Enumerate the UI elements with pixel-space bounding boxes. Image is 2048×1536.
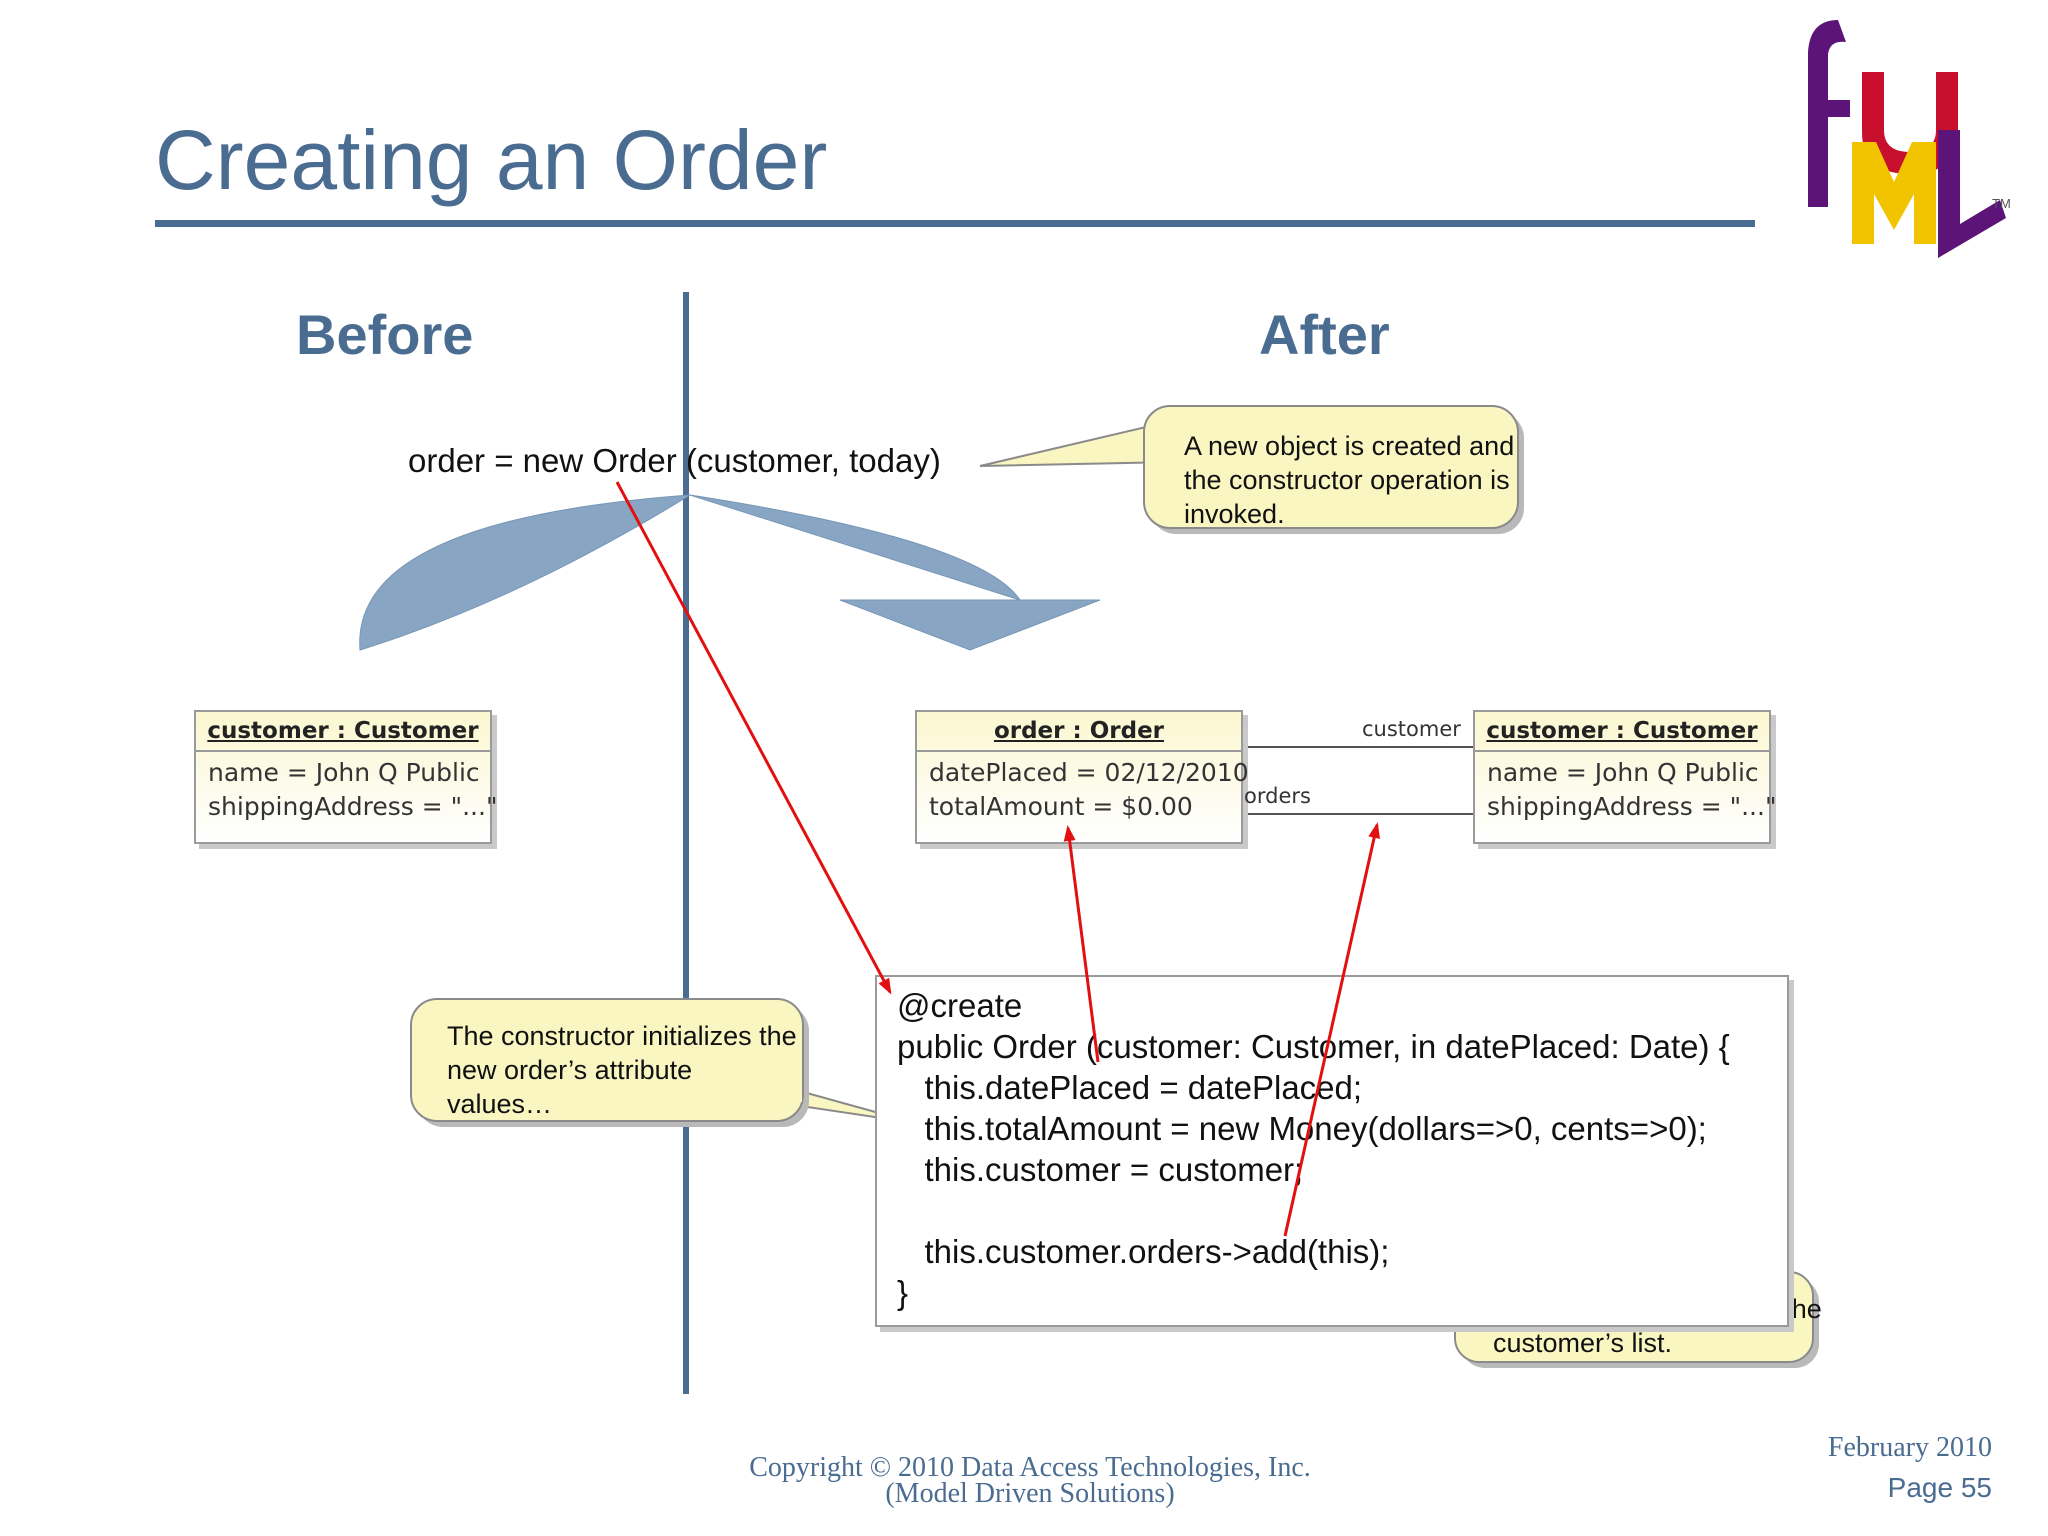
before-heading: Before bbox=[296, 303, 474, 366]
after-heading: After bbox=[1259, 303, 1390, 366]
callout-new-object-text: A new object is created and the construc… bbox=[1184, 431, 1515, 529]
callout-initializes-text: The constructor initializes the new orde… bbox=[447, 1021, 797, 1119]
association-end-customer: customer bbox=[1362, 717, 1461, 741]
code-line: this.totalAmount = new Money(dollars=>0,… bbox=[897, 1110, 1707, 1147]
attribute-shipping-address: shippingAddress = "..." bbox=[1487, 792, 1777, 821]
code-line: this.datePlaced = datePlaced; bbox=[897, 1069, 1363, 1106]
slide-title: Creating an Order bbox=[155, 113, 828, 207]
trademark-mark: TM bbox=[1992, 196, 2011, 211]
attribute-date-placed: datePlaced = 02/12/2010 bbox=[929, 758, 1249, 787]
attribute-name: name = John Q Public bbox=[1487, 758, 1759, 787]
before-customer-object: customer : Customer name = John Q Public… bbox=[194, 710, 498, 844]
code-line: } bbox=[897, 1274, 909, 1311]
title-underline bbox=[155, 220, 1755, 227]
copyright-line: Copyright © 2010 Data Access Technologie… bbox=[749, 1452, 1311, 1483]
callout-new-object bbox=[979, 405, 1524, 534]
object-header: order : Order bbox=[917, 712, 1241, 752]
constructor-code-box: @create public Order (customer: Customer… bbox=[875, 975, 1789, 1327]
order-object: order : Order datePlaced = 02/12/2010 to… bbox=[915, 710, 1249, 844]
company-line: (Model Driven Solutions) bbox=[885, 1478, 1175, 1509]
code-line: this.customer = customer; bbox=[897, 1151, 1304, 1188]
attribute-total-amount: totalAmount = $0.00 bbox=[929, 792, 1193, 821]
constructor-statement: order = new Order (customer, today) bbox=[408, 442, 941, 479]
object-header: customer : Customer bbox=[1475, 712, 1769, 752]
callout-initializes bbox=[410, 998, 916, 1127]
copyright-footer: Copyright © 2010 Data Access Technologie… bbox=[720, 1452, 1340, 1509]
attribute-name: name = John Q Public bbox=[208, 758, 480, 787]
code-line: this.customer.orders->add(this); bbox=[897, 1233, 1390, 1270]
attribute-shipping-address: shippingAddress = "..." bbox=[208, 792, 498, 821]
fuml-logo: TM bbox=[1808, 20, 2011, 258]
transition-arrow bbox=[359, 494, 1101, 651]
object-header: customer : Customer bbox=[196, 712, 490, 752]
code-line: @create bbox=[897, 987, 1023, 1024]
association-end-orders: orders bbox=[1244, 784, 1311, 808]
footer-date: February 2010 bbox=[1827, 1432, 1992, 1463]
code-line: public Order (customer: Customer, in dat… bbox=[897, 1028, 1730, 1065]
page-number: Page 55 bbox=[1887, 1472, 1992, 1503]
after-customer-object: customer : Customer name = John Q Public… bbox=[1473, 710, 1777, 844]
